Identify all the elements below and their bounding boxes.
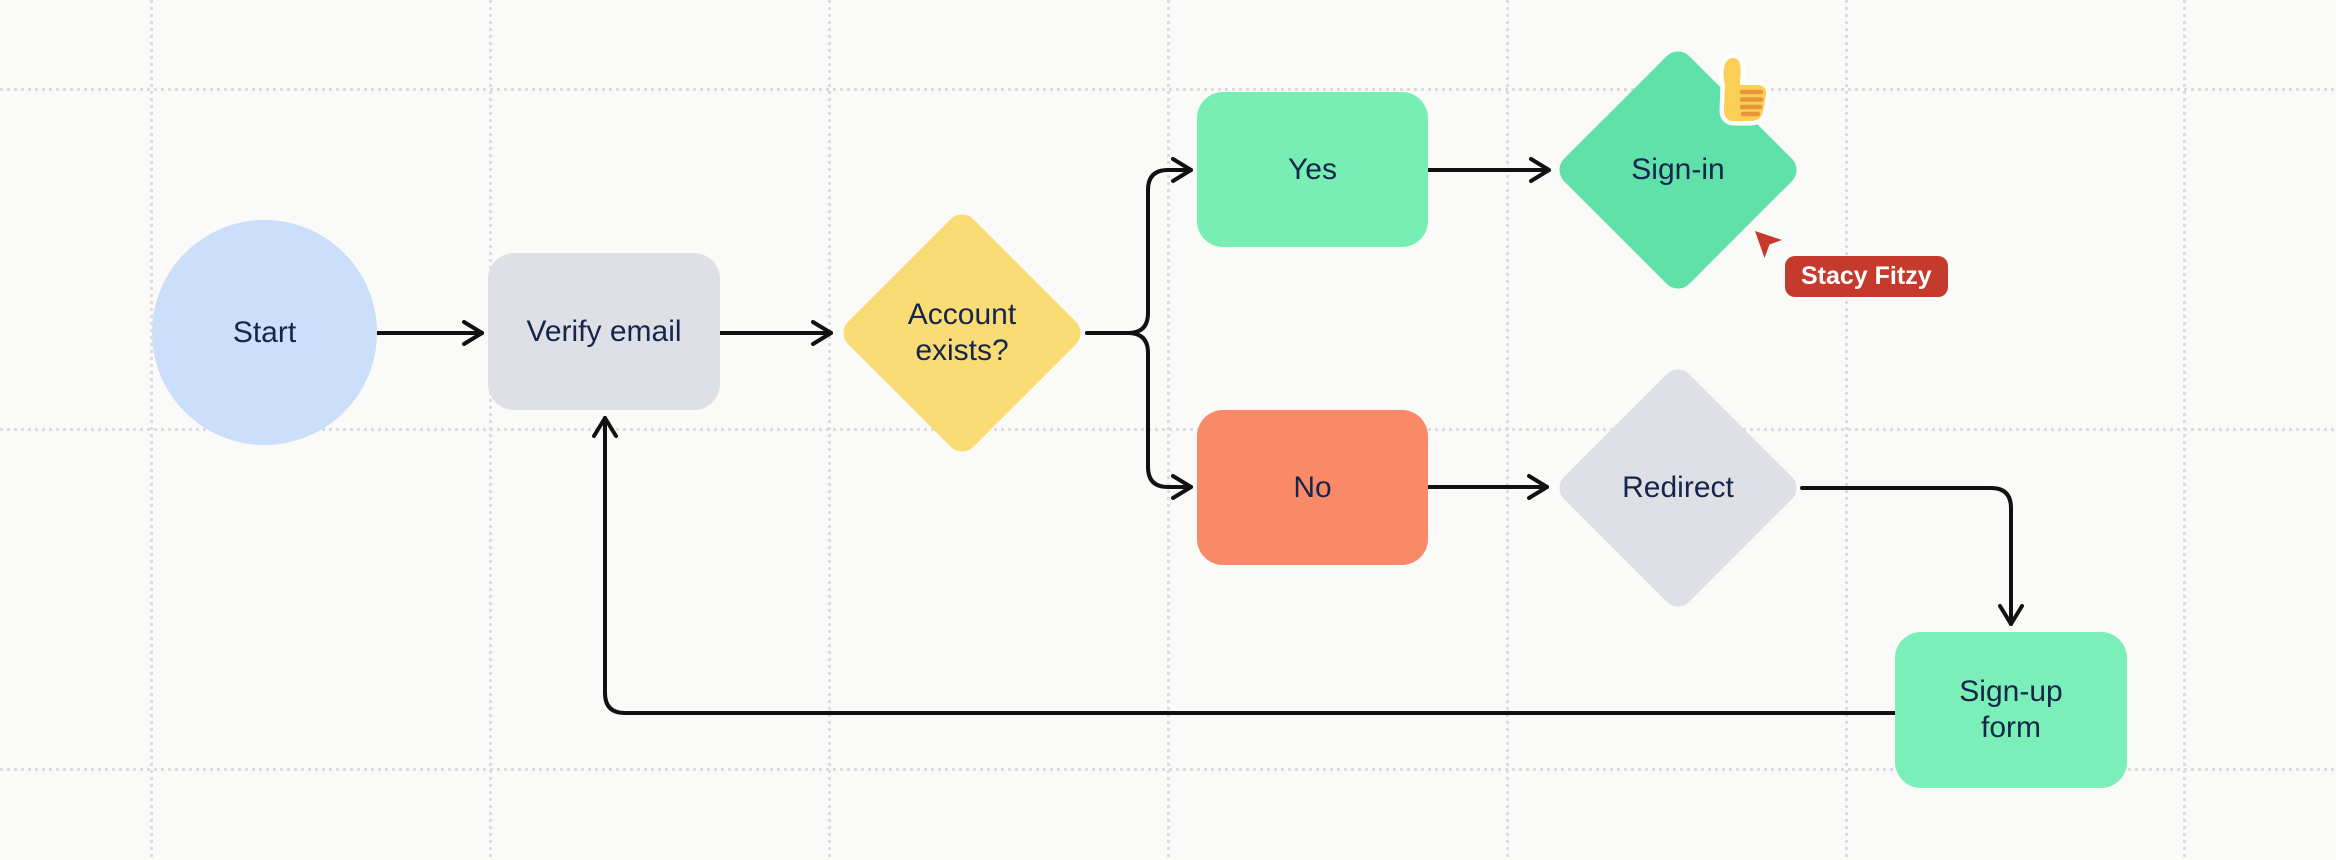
- node-no-label: No: [1293, 470, 1332, 504]
- cursor-pointer-icon: [1755, 231, 1782, 258]
- node-no[interactable]: No: [1197, 410, 1428, 565]
- collaborator-name-badge: Stacy Fitzy: [1785, 256, 1948, 297]
- node-start[interactable]: Start: [152, 220, 377, 445]
- node-verify-email[interactable]: Verify email: [488, 253, 720, 410]
- node-sign-up-form-label: Sign-up form: [1959, 675, 2063, 744]
- node-yes-label: Yes: [1288, 152, 1337, 186]
- edge-account-to-yes[interactable]: [1085, 157, 1193, 335]
- thumbs-up-sticker[interactable]: [1708, 50, 1780, 133]
- node-yes[interactable]: Yes: [1197, 92, 1428, 247]
- node-sign-in-label: Sign-in: [1631, 153, 1725, 186]
- grid-line-horizontal: [0, 768, 2336, 771]
- node-sign-in[interactable]: Sign-in: [1552, 44, 1804, 296]
- node-start-label: Start: [232, 315, 297, 349]
- node-account-exists-label: Account exists?: [907, 298, 1017, 367]
- grid-line-horizontal: [0, 88, 2336, 91]
- grid-line-horizontal: [0, 428, 2336, 431]
- collaborator-cursor: [1752, 228, 1786, 267]
- node-verify-email-label: Verify email: [526, 314, 682, 348]
- node-sign-up-form[interactable]: Sign-up form: [1895, 632, 2127, 788]
- thumbs-up-icon: [1719, 53, 1771, 126]
- node-redirect-label: Redirect: [1622, 471, 1734, 504]
- node-account-exists[interactable]: Account exists?: [836, 207, 1088, 459]
- edge-sign-up-to-verify-email[interactable]: [592, 416, 1897, 715]
- node-redirect[interactable]: Redirect: [1552, 362, 1804, 614]
- edge-account-to-no[interactable]: [1085, 331, 1193, 500]
- edge-redirect-to-sign-up[interactable]: [1800, 486, 2024, 626]
